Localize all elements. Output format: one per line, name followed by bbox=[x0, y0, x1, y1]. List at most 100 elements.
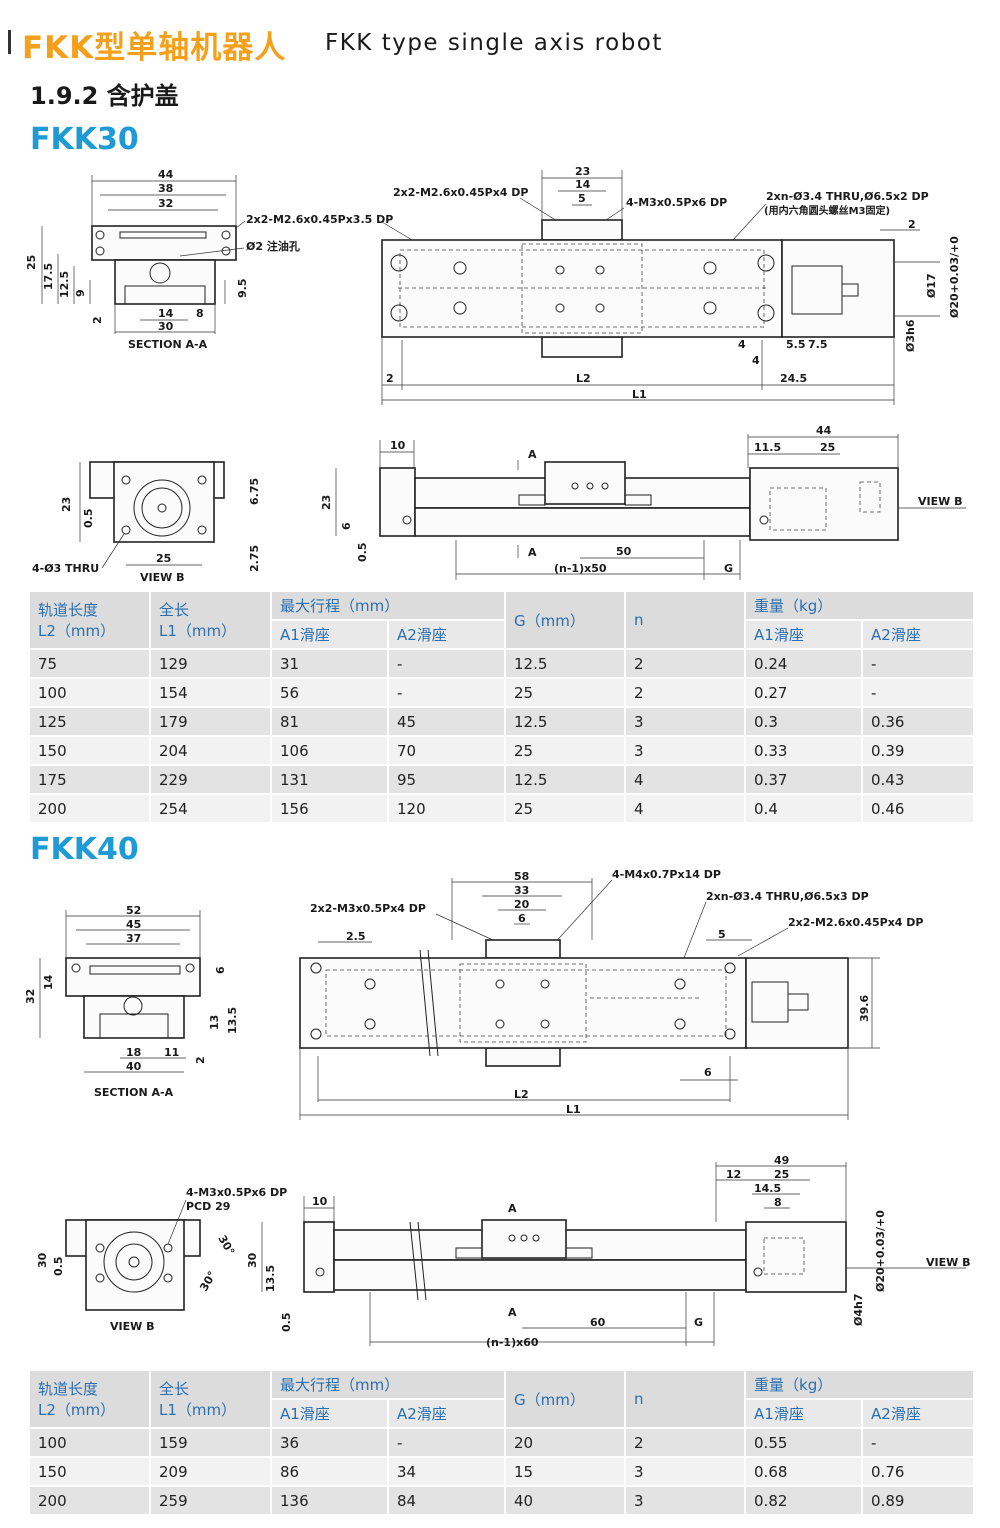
table-cell: - bbox=[386, 1427, 506, 1457]
dim-label: 18 bbox=[126, 1046, 141, 1059]
fkk30-spec-table: 轨道长度 L2（mm） 全长 L1（mm） 最大行程（mm） G（mm） n 重… bbox=[28, 592, 974, 822]
dim-label: 8 bbox=[774, 1196, 782, 1209]
dim-label: 30 bbox=[246, 1252, 259, 1268]
table-cell: 0.82 bbox=[744, 1485, 863, 1514]
dim-label: 23 bbox=[60, 497, 73, 512]
table-cell: 2 bbox=[624, 648, 746, 678]
dim-label: 11 bbox=[164, 1046, 179, 1059]
dim-label: 2.5 bbox=[346, 930, 366, 943]
table-cell: 0.27 bbox=[744, 677, 863, 707]
dim-label: 14 bbox=[575, 178, 591, 191]
table-cell: 75 bbox=[28, 648, 150, 678]
callout-label: PCD 29 bbox=[186, 1200, 230, 1213]
fkk40-section-aa: 52 45 37 32 14 6 13 13.5 18 11 2 40 SECT… bbox=[24, 904, 239, 1099]
dim-label: 20 bbox=[514, 898, 530, 911]
col-header-total-length: 全长 L1（mm） bbox=[149, 592, 271, 649]
table-cell: 200 bbox=[28, 1485, 150, 1514]
table-cell: 2 bbox=[624, 677, 746, 707]
dim-label: 30 bbox=[36, 1252, 49, 1268]
dim-label: G bbox=[694, 1316, 703, 1329]
dim-label: 25 bbox=[25, 255, 38, 270]
callout-label: 2x2-M2.6x0.45Px3.5 DP bbox=[246, 213, 393, 226]
dim-label: Ø20+0.03/+0 bbox=[874, 1210, 887, 1292]
col-header-g: G（mm） bbox=[504, 592, 626, 649]
col-header-stroke-a2: A2滑座 bbox=[386, 1398, 506, 1428]
table-cell: 154 bbox=[149, 677, 271, 707]
dim-label: 5 bbox=[578, 192, 586, 205]
col-header-total-length: 全长 L1（mm） bbox=[149, 1371, 271, 1428]
table-cell: 129 bbox=[149, 648, 271, 678]
dim-label: 40 bbox=[126, 1060, 142, 1073]
dim-label: 44 bbox=[816, 424, 832, 437]
dim-label: 13.5 bbox=[264, 1265, 277, 1292]
table-cell: 0.68 bbox=[744, 1456, 863, 1486]
fkk30-view-b: 23 0.5 6.75 2.75 25 4-Ø3 THRU VIEW B bbox=[32, 461, 261, 584]
section-marker: A bbox=[508, 1306, 517, 1319]
table-cell: 204 bbox=[149, 735, 271, 765]
view-b-label: VIEW B bbox=[110, 1320, 154, 1333]
table-cell: 3 bbox=[624, 735, 746, 765]
dim-label: 10 bbox=[390, 439, 406, 452]
callout-label: 4-M3x0.5Px6 DP bbox=[626, 196, 727, 209]
dim-label: L2 bbox=[514, 1088, 529, 1101]
fkk40-drawing: 52 45 37 32 14 6 13 13.5 18 11 2 40 SECT… bbox=[24, 868, 970, 1349]
callout-label: 2x2-M3x0.5Px4 DP bbox=[310, 902, 426, 915]
table-cell: 156 bbox=[270, 793, 388, 822]
col-header-n: n bbox=[624, 592, 746, 649]
dim-label: 8 bbox=[196, 307, 204, 320]
col-header-weight: 重量（kg） bbox=[744, 1371, 974, 1399]
dim-label: 23 bbox=[320, 495, 333, 510]
dim-label: 6 bbox=[214, 966, 227, 974]
col-header-stroke-a2: A2滑座 bbox=[386, 619, 506, 649]
col-header-g: G（mm） bbox=[504, 1371, 626, 1428]
table-cell: 3 bbox=[624, 1485, 746, 1514]
col-header-weight-a2: A2滑座 bbox=[861, 619, 974, 649]
table-cell: - bbox=[861, 648, 974, 678]
dim-label: 13 bbox=[208, 1015, 221, 1030]
table-cell: 209 bbox=[149, 1456, 271, 1486]
dim-label: 30° bbox=[215, 1233, 237, 1258]
callout-label: Ø2 注油孔 bbox=[246, 239, 300, 253]
callout-label: (用内六角圆头螺丝M3固定) bbox=[764, 204, 890, 217]
col-header-max-stroke: 最大行程（mm） bbox=[269, 592, 506, 620]
table-cell: 179 bbox=[149, 706, 271, 736]
dim-label: Ø20+0.03/+0 bbox=[948, 236, 961, 318]
dim-label: 9 bbox=[74, 289, 87, 297]
table-cell: 175 bbox=[28, 764, 150, 794]
title-accent-bar bbox=[8, 30, 11, 54]
callout-label: 2x2-M2.6x0.45Px4 DP bbox=[393, 186, 528, 199]
table-cell: 259 bbox=[149, 1485, 271, 1514]
dim-label: 30° bbox=[197, 1269, 219, 1294]
model-title-fkk30: FKK30 bbox=[30, 122, 139, 157]
dim-label: G bbox=[724, 562, 733, 575]
table-cell: 3 bbox=[624, 1456, 746, 1486]
table-cell: 4 bbox=[624, 793, 746, 822]
page-title-en: FKK type single axis robot bbox=[325, 30, 663, 56]
callout-label: 2xn-Ø3.4 THRU,Ø6.5x3 DP bbox=[706, 890, 869, 903]
dim-label: 32 bbox=[158, 197, 173, 210]
table-cell: 150 bbox=[28, 735, 150, 765]
dim-label: 0.5 bbox=[52, 1257, 65, 1277]
table-cell: 254 bbox=[149, 793, 271, 822]
dim-label: 24.5 bbox=[780, 372, 807, 385]
section-title: 1.9.2 含护盖 bbox=[30, 82, 179, 110]
table-cell: 0.46 bbox=[861, 793, 974, 822]
table-cell: 40 bbox=[504, 1485, 626, 1514]
dim-label: 2 bbox=[91, 316, 104, 324]
col-header-max-stroke: 最大行程（mm） bbox=[269, 1371, 506, 1399]
section-aa-label: SECTION A-A bbox=[128, 338, 208, 351]
col-header-weight-a1: A1滑座 bbox=[744, 619, 863, 649]
col-header-stroke-a1: A1滑座 bbox=[270, 619, 388, 649]
dim-label: 23 bbox=[575, 165, 590, 178]
fkk30-section-aa: 44 38 32 2x2-M2.6x0.45Px3.5 DP Ø2 注油孔 25… bbox=[25, 168, 393, 351]
table-cell: 20 bbox=[504, 1427, 626, 1457]
page-title-cn: FKK型单轴机器人 bbox=[22, 30, 287, 66]
table-cell: - bbox=[386, 677, 506, 707]
table-cell: 12.5 bbox=[504, 764, 626, 794]
table-cell: - bbox=[861, 1427, 974, 1457]
fkk30-drawing: 44 38 32 2x2-M2.6x0.45Px3.5 DP Ø2 注油孔 25… bbox=[25, 165, 966, 584]
